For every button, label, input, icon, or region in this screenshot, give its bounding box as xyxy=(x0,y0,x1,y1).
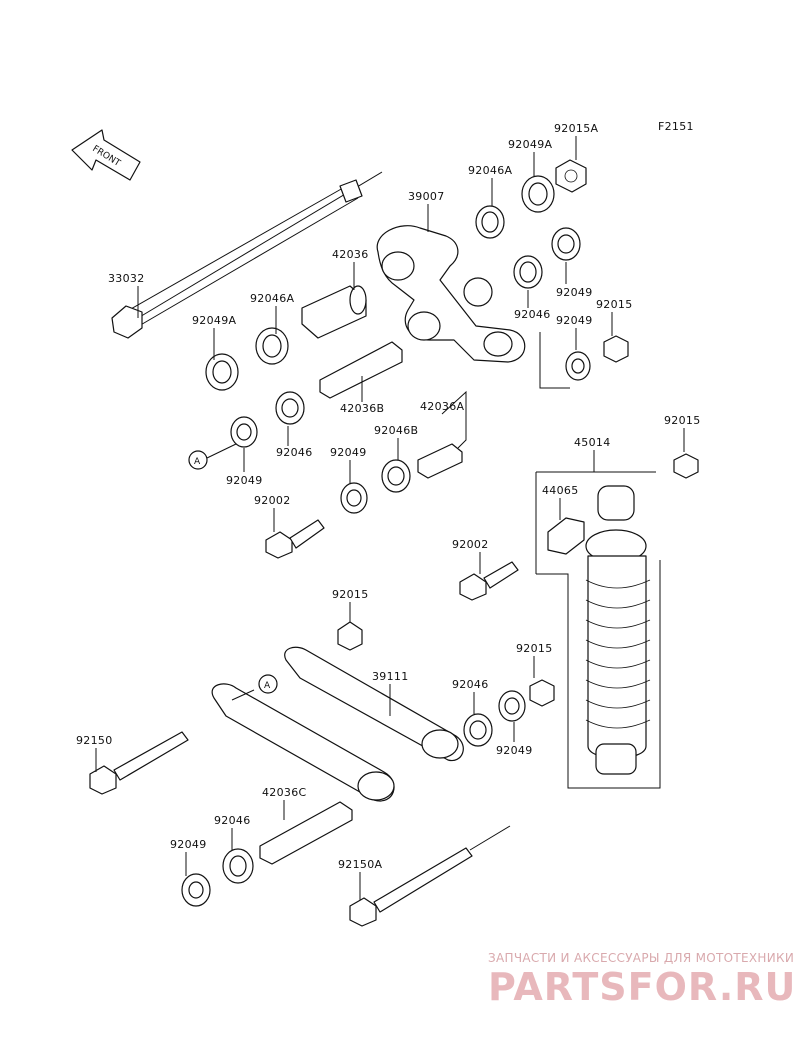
shock-absorber-45014-icon xyxy=(535,471,661,789)
seal-92049-right-icon xyxy=(565,351,591,381)
part-92046-lower-right: 92046 xyxy=(452,678,489,691)
part-92049-left: 92049 xyxy=(226,474,263,487)
sleeve-42036-icon xyxy=(301,285,367,339)
rocker-arm-39007-icon xyxy=(376,225,526,363)
tie-rod-39111-icon xyxy=(211,646,464,802)
part-92049-upper-right: 92049 xyxy=(556,286,593,299)
callout-a-lower-label: A xyxy=(264,681,271,691)
part-92046-upper-right: 92046 xyxy=(514,308,551,321)
bolt-92002-right-icon xyxy=(459,561,519,601)
part-92150A: 92150A xyxy=(338,858,382,871)
seal-92049-upper-right-icon xyxy=(551,227,581,261)
part-92049A-left: 92049A xyxy=(192,314,236,327)
part-92015-lower-right: 92015 xyxy=(516,642,553,655)
part-number-labels: 33032 39007 42036 92046A 92049A 92046A 9… xyxy=(76,122,701,871)
part-39007: 39007 xyxy=(408,190,445,203)
part-92049-mid: 92049 xyxy=(330,446,367,459)
bushing-92046-left-icon xyxy=(275,391,305,425)
bushing-92046-lower-right-icon xyxy=(463,713,493,747)
callout-a-lower-icon: A xyxy=(231,674,278,701)
nut-92015-right-icon xyxy=(603,335,629,363)
part-42036B: 42036B xyxy=(340,402,384,415)
part-92046-left: 92046 xyxy=(276,446,313,459)
nut-92015-lower-icon xyxy=(337,621,363,651)
part-92046A-upper: 92046A xyxy=(468,164,512,177)
nut-92015-shock-icon xyxy=(673,453,699,479)
part-92002-right: 92002 xyxy=(452,538,489,551)
part-92002-left: 92002 xyxy=(254,494,291,507)
part-92150: 92150 xyxy=(76,734,113,747)
bushing-92046A-left-icon xyxy=(255,327,289,365)
watermark: ЗАПЧАСТИ И АКСЕССУАРЫ ДЛЯ МОТОТЕХНИКИ PA… xyxy=(488,951,796,1009)
part-42036C: 42036C xyxy=(262,786,306,799)
seal-92049-left-icon xyxy=(230,416,258,448)
part-33032: 33032 xyxy=(108,272,145,285)
part-42036: 42036 xyxy=(332,248,369,261)
leader-lines xyxy=(95,136,685,900)
bushing-92046-bottom-icon xyxy=(222,848,254,884)
seal-92049-mid-icon xyxy=(340,482,368,514)
nut-92015A-icon xyxy=(555,159,587,193)
shaft-33032-icon xyxy=(111,171,383,339)
part-39111: 39111 xyxy=(372,670,409,683)
front-arrow-icon: FRONT xyxy=(71,129,141,181)
part-92015-right: 92015 xyxy=(596,298,633,311)
seal-92049A-upper-icon xyxy=(521,175,555,213)
part-92049A-upper: 92049A xyxy=(508,138,552,151)
bushing-92046-upper-right-icon xyxy=(513,255,543,289)
callout-a-upper-icon: A xyxy=(188,443,237,470)
callout-a-upper-label: A xyxy=(194,457,201,467)
part-92015-shock: 92015 xyxy=(664,414,701,427)
figure-code: F2151 xyxy=(658,120,694,133)
bushing-92046A-upper-icon xyxy=(475,205,505,239)
part-92049-lower-right: 92049 xyxy=(496,744,533,757)
bolt-92150-icon xyxy=(89,731,189,795)
part-92049-bottom: 92049 xyxy=(170,838,207,851)
seal-92049A-left-icon xyxy=(205,353,239,391)
seal-92049-lower-right-icon xyxy=(498,690,526,722)
watermark-tagline: ЗАПЧАСТИ И АКСЕССУАРЫ ДЛЯ МОТОТЕХНИКИ xyxy=(488,951,794,965)
sleeve-42036B-icon xyxy=(319,341,403,399)
part-92046A-left: 92046A xyxy=(250,292,294,305)
seal-92049-bottom-icon xyxy=(181,873,211,907)
bolt-92150A-icon xyxy=(349,825,511,927)
sleeve-42036A-icon xyxy=(417,443,463,479)
part-92046-bottom: 92046 xyxy=(214,814,251,827)
bushing-92046B-icon xyxy=(381,459,411,493)
part-92015-lower: 92015 xyxy=(332,588,369,601)
bolt-92002-left-icon xyxy=(265,519,325,559)
part-92015A: 92015A xyxy=(554,122,598,135)
nut-92015-lower-right-icon xyxy=(529,679,555,707)
sleeve-42036C-icon xyxy=(259,801,353,865)
part-44065: 44065 xyxy=(542,484,579,497)
watermark-brand: PARTSFOR.RU xyxy=(488,965,796,1009)
collar-44065-icon xyxy=(547,517,585,555)
part-92049-right: 92049 xyxy=(556,314,593,327)
part-92046B: 92046B xyxy=(374,424,418,437)
part-42036A: 42036A xyxy=(420,400,464,413)
part-45014: 45014 xyxy=(574,436,611,449)
